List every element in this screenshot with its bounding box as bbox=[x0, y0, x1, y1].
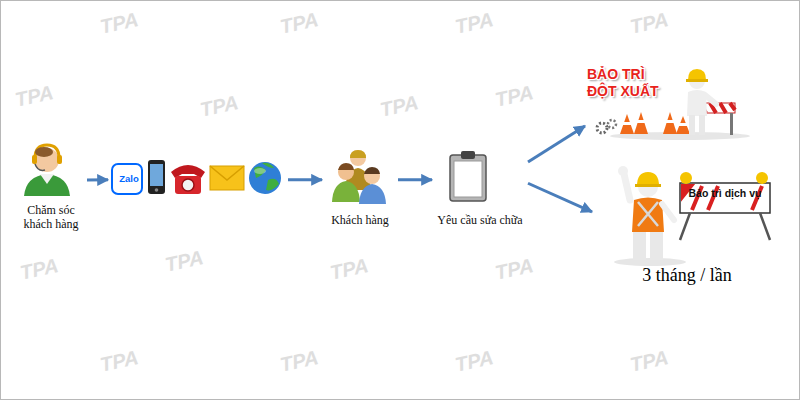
watermark: TPA bbox=[453, 346, 495, 377]
customer-node: Khách hàng bbox=[322, 145, 398, 230]
node-label: Khách hàng bbox=[322, 213, 398, 227]
watermark: TPA bbox=[18, 254, 60, 285]
sign-text: Bảo trì dịch vụ bbox=[682, 187, 768, 199]
watermark: TPA bbox=[378, 91, 420, 122]
flow-arrow bbox=[288, 178, 322, 181]
watermark: TPA bbox=[278, 346, 320, 377]
watermark: TPA bbox=[493, 81, 535, 112]
clipboard-icon bbox=[450, 151, 486, 201]
service-illustration bbox=[614, 166, 770, 266]
flow-arrow bbox=[528, 183, 592, 212]
watermark: TPA bbox=[453, 8, 495, 39]
watermark: TPA bbox=[98, 346, 140, 377]
watermark: TPA bbox=[628, 8, 670, 39]
request-node: Yêu cầu sửa chữa bbox=[432, 145, 528, 230]
watermark: TPA bbox=[493, 254, 535, 285]
channels-node: Zalo bbox=[108, 158, 288, 200]
flow-arrow bbox=[398, 178, 432, 181]
watermark: TPA bbox=[13, 81, 55, 112]
customers-icon bbox=[332, 150, 386, 204]
service-node: Bảo trì dịch vụ 3 tháng / lần bbox=[592, 165, 772, 295]
agent-icon bbox=[24, 145, 70, 196]
channel-icons bbox=[112, 160, 281, 194]
zalo-text: Zalo bbox=[113, 173, 145, 184]
flow-arrow bbox=[87, 178, 108, 181]
watermark: TPA bbox=[328, 254, 370, 285]
watermark: TPA bbox=[163, 246, 205, 277]
emergency-title: BẢO TRÌ ĐỘT XUẤT bbox=[587, 66, 669, 100]
emergency-node: BẢO TRÌ ĐỘT XUẤT bbox=[585, 58, 750, 143]
care-node: Chăm sóc khách hàng bbox=[15, 145, 87, 235]
node-label: Yêu cầu sửa chữa bbox=[432, 213, 528, 227]
frequency-text: 3 tháng / lần bbox=[622, 265, 752, 286]
node-label: Chăm sóc khách hàng bbox=[15, 203, 87, 231]
watermark: TPA bbox=[278, 8, 320, 39]
flow-arrow bbox=[528, 126, 585, 162]
watermark: TPA bbox=[98, 8, 140, 39]
watermark: TPA bbox=[628, 346, 670, 377]
watermark: TPA bbox=[198, 91, 240, 122]
